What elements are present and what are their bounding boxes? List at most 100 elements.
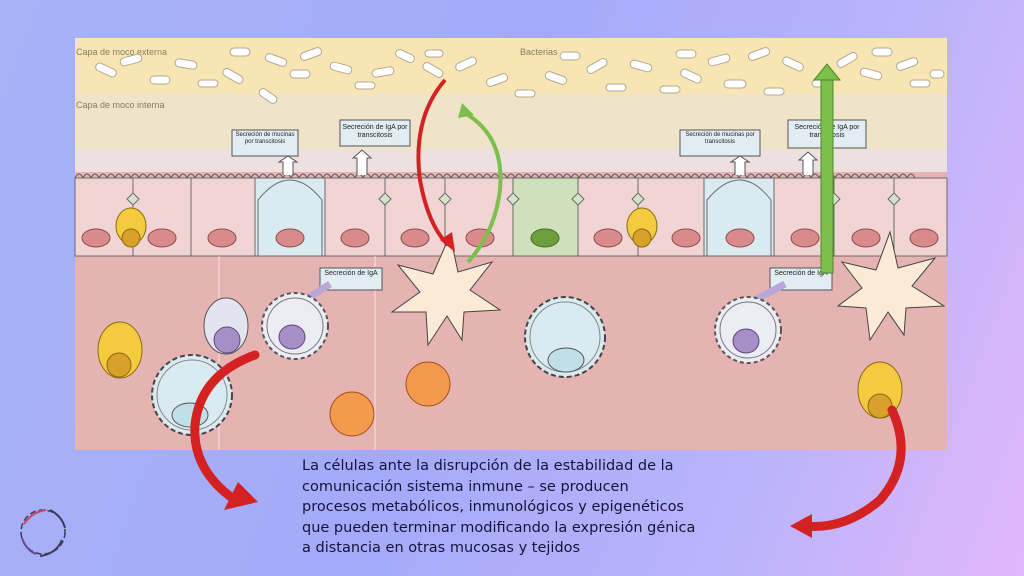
nucleus	[340, 228, 370, 248]
red-arrow-to-text	[800, 405, 906, 531]
bacterium	[264, 53, 288, 67]
red-arrowhead	[440, 232, 455, 252]
bacterium	[605, 83, 627, 92]
bacterium	[354, 81, 376, 90]
mucin-secretion-label: Secreción de mucinas por transcitosis	[685, 132, 755, 145]
bacterium	[299, 47, 323, 61]
bacteria-label: Bacterias	[520, 47, 558, 57]
bacterium	[424, 49, 444, 58]
nucleus	[593, 228, 623, 248]
bacterium	[629, 59, 653, 73]
bacterium	[329, 61, 353, 75]
green-arrowhead	[812, 63, 842, 81]
bacterium	[514, 89, 536, 98]
microvilli	[74, 173, 916, 180]
caption-line: a distancia en otras mucosas y tejidos	[302, 540, 581, 556]
dendritic-cell	[390, 233, 502, 347]
goblet-cell-mucus	[257, 179, 323, 257]
green-arrowhead	[458, 103, 474, 118]
nucleus	[851, 228, 881, 248]
green-vertical-arrow	[820, 77, 834, 274]
green-curved-arrow	[462, 110, 503, 264]
bacterium	[680, 68, 702, 84]
intraepithelial-lymphocyte	[115, 207, 147, 248]
bacterium	[909, 79, 931, 88]
nucleus	[671, 228, 701, 248]
iga-transcytosis-box-1: Secreción de IgA por transcitosis	[339, 119, 411, 175]
t-lymphocyte	[97, 321, 143, 379]
enteroendocrine-nucleus	[530, 228, 560, 248]
nucleus	[147, 228, 177, 248]
nucleus	[725, 228, 755, 248]
bacterium	[544, 71, 568, 85]
red-arrow-to-text	[190, 350, 260, 505]
bacterium	[222, 68, 244, 84]
bacterium	[763, 87, 785, 96]
iga-arrow	[753, 280, 787, 304]
bacterium	[836, 52, 858, 68]
innate-lymphoid-cell	[329, 391, 375, 437]
nucleus	[400, 228, 430, 248]
iga-transcytosis-label: Secreción de IgA por transcitosis	[342, 124, 408, 139]
bacterium	[895, 57, 919, 71]
iga-secretion-label: Secreción de IgA	[324, 270, 378, 277]
bacterium	[782, 56, 804, 72]
macrophage	[524, 296, 606, 378]
iga-secretion-label: Secreción de IgA	[774, 270, 828, 277]
wreath-logo-icon	[20, 509, 66, 557]
bacterium	[119, 53, 143, 67]
tight-junctions	[126, 192, 901, 206]
bacterium	[929, 69, 945, 79]
caption-line: La células ante la disrupción de la esta…	[302, 458, 674, 474]
nucleus	[275, 228, 305, 248]
red-curved-arrow	[416, 78, 450, 247]
bacterium	[197, 79, 219, 88]
intraepithelial-lymphocyte	[626, 207, 658, 248]
nuclei	[81, 228, 939, 248]
bacterium	[95, 62, 117, 78]
nucleus	[81, 228, 111, 248]
bacterium	[859, 67, 883, 81]
bacterium	[675, 49, 697, 59]
goblet-cell-mucus	[706, 179, 772, 257]
bacterium	[723, 79, 747, 89]
epithelium	[74, 177, 948, 257]
red-arrowhead	[224, 482, 258, 510]
bacterium	[395, 48, 415, 64]
innate-lymphoid-cell	[405, 361, 451, 407]
mucin-secretion-label: Secreción de mucinas por transcitosis	[235, 132, 295, 145]
bacterium	[586, 58, 608, 74]
bacterium	[747, 47, 771, 61]
dendritic-cell	[836, 230, 946, 342]
bacterium	[258, 88, 278, 104]
inner-mucus-label: Capa de moco interna	[76, 100, 165, 110]
bacterium	[559, 51, 581, 61]
caption-text: La células ante la disrupción de la esta…	[302, 456, 762, 559]
glycocalyx	[75, 150, 947, 172]
t-lymphocyte	[857, 361, 903, 419]
b-lymphocyte	[203, 297, 249, 355]
nucleus	[207, 228, 237, 248]
bacterium	[707, 53, 731, 67]
bacteria-cluster	[95, 47, 945, 104]
bacterium	[174, 58, 198, 70]
mucin-secretion-box-2: Secreción de mucinas por transcitosis	[679, 129, 761, 175]
bacterium	[229, 47, 251, 57]
caption-line: procesos metabólicos, inmunológicos y ep…	[302, 499, 684, 515]
nucleus	[790, 228, 820, 248]
plasma-cell	[261, 292, 329, 360]
mucin-secretion-box-1: Secreción de mucinas por transcitosis	[231, 129, 299, 175]
caption-line: que pueden terminar modificando la expre…	[302, 519, 696, 536]
bacterium	[455, 56, 477, 72]
outer-mucus-label: Capa de moco externa	[76, 47, 167, 57]
plasma-cell	[714, 296, 782, 364]
red-arrowhead	[790, 514, 812, 538]
bacterium	[371, 66, 395, 78]
bacterium	[659, 85, 681, 94]
bacterium	[871, 47, 893, 57]
bacterium	[485, 73, 509, 87]
iga-secretion-box-1: Secreción de IgA	[319, 267, 383, 291]
nucleus	[909, 228, 939, 248]
bacterium	[289, 69, 311, 79]
